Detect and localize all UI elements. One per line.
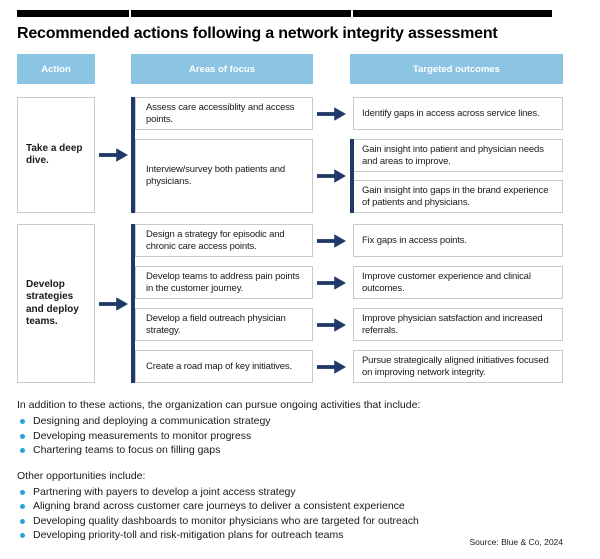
note-bullet-list: Designing and deploying a communication … — [17, 414, 583, 458]
focus-group: Design a strategy for episodic and chron… — [135, 224, 563, 257]
arrow-right-icon — [317, 233, 346, 248]
focus-to-outcome-connector — [313, 266, 350, 299]
notes-section: In addition to these actions, the organi… — [17, 399, 583, 543]
outcome-box: Identify gaps in access across service l… — [353, 97, 563, 130]
focus-box: Interview/survey both patients and physi… — [135, 139, 313, 213]
focus-to-outcome-connector — [313, 224, 350, 257]
top-accent-bar-segment — [131, 10, 351, 17]
column-header-areas-of-focus: Areas of focus — [131, 54, 313, 84]
note-bullet-item: Developing priority-toll and risk-mitiga… — [17, 528, 583, 543]
header-spacer — [95, 54, 131, 84]
note-bullet-item: Designing and deploying a communication … — [17, 414, 583, 429]
outcome-box: Improve customer experience and clinical… — [353, 266, 563, 299]
focus-groups: Design a strategy for episodic and chron… — [131, 224, 563, 383]
focus-group: Develop teams to address pain points in … — [135, 266, 563, 299]
focus-group: Develop a field outreach physician strat… — [135, 308, 563, 341]
note-block: Other opportunities include: Partnering w… — [17, 470, 583, 543]
note-intro: Other opportunities include: — [17, 469, 146, 482]
note-bullet-item: Developing measurements to monitor progr… — [17, 429, 583, 444]
outcome-box: Improve physician satsfaction and increa… — [353, 308, 563, 341]
focus-to-outcome-connector — [313, 308, 350, 341]
arrow-right-icon — [317, 169, 346, 183]
arrow-right-icon — [317, 359, 346, 374]
focus-box: Assess care accessiblity and access poin… — [135, 97, 313, 130]
focus-box: Develop teams to address pain points in … — [135, 266, 313, 299]
outcome-box: Gain insight into patient and physician … — [353, 139, 563, 172]
column-header-action: Action — [17, 54, 95, 84]
outcomes-stack: Improve physician satsfaction and increa… — [350, 308, 563, 341]
arrow-right-icon — [98, 296, 128, 311]
outcome-box: Pursue strategically aligned initiatives… — [353, 350, 563, 383]
action-to-focus-connector — [95, 224, 131, 383]
outcomes-stack: Fix gaps in access points. — [350, 224, 563, 257]
top-accent-bar-segment — [17, 10, 129, 17]
focus-group: Interview/survey both patients and physi… — [135, 139, 563, 213]
note-bullet-item: Developing quality dashboards to monitor… — [17, 514, 583, 529]
note-intro: In addition to these actions, the organi… — [17, 399, 421, 411]
outcomes-stack: Improve customer experience and clinical… — [350, 266, 563, 299]
column-headers: Action Areas of focus Targeted outcomes — [17, 54, 600, 84]
action-box: Take a deep dive. — [17, 97, 95, 213]
action-to-focus-connector — [95, 97, 131, 213]
outcome-box: Fix gaps in access points. — [353, 224, 563, 257]
focus-groups: Assess care accessiblity and access poin… — [131, 97, 563, 213]
focus-to-outcome-connector — [313, 139, 350, 213]
top-accent-bar — [17, 10, 600, 17]
header-spacer — [313, 54, 350, 84]
note-bullet-list: Partnering with payers to develop a join… — [17, 485, 583, 543]
focus-group: Assess care accessiblity and access poin… — [135, 97, 563, 130]
arrow-right-icon — [317, 106, 346, 121]
diagram-row: Take a deep dive. Assess care accessiblit… — [17, 97, 600, 213]
outcomes-stack: Pursue strategically aligned initiatives… — [350, 350, 563, 383]
note-block: In addition to these actions, the organi… — [17, 399, 583, 458]
outcomes-stack: Identify gaps in access across service l… — [350, 97, 563, 130]
focus-group: Create a road map of key initiatives. Pur… — [135, 350, 563, 383]
focus-to-outcome-connector — [313, 97, 350, 130]
source-credit: Source: Blue & Co, 2024 — [469, 537, 563, 547]
diagram-rows: Take a deep dive. Assess care accessiblit… — [0, 97, 600, 383]
arrow-right-icon — [317, 275, 346, 290]
focus-to-outcome-connector — [313, 350, 350, 383]
page-title: Recommended actions following a network … — [17, 25, 498, 42]
focus-box: Design a strategy for episodic and chron… — [135, 224, 313, 257]
note-bullet-item: Chartering teams to focus on filling gap… — [17, 443, 583, 458]
column-header-targeted-outcomes: Targeted outcomes — [350, 54, 563, 84]
note-bullet-item: Partnering with payers to develop a join… — [17, 485, 583, 500]
arrow-right-icon — [98, 148, 128, 162]
outcome-box: Gain insight into gaps in the brand expe… — [353, 180, 563, 213]
note-bullet-item: Aligning brand across customer care jour… — [17, 499, 583, 514]
outcomes-stack: Gain insight into patient and physician … — [350, 139, 563, 213]
top-accent-bar-segment — [353, 10, 552, 17]
action-box: Develop strategies and deploy teams. — [17, 224, 95, 383]
diagram-row: Develop strategies and deploy teams. Desi… — [17, 224, 600, 383]
arrow-right-icon — [317, 317, 346, 332]
focus-box: Develop a field outreach physician strat… — [135, 308, 313, 341]
focus-box: Create a road map of key initiatives. — [135, 350, 313, 383]
